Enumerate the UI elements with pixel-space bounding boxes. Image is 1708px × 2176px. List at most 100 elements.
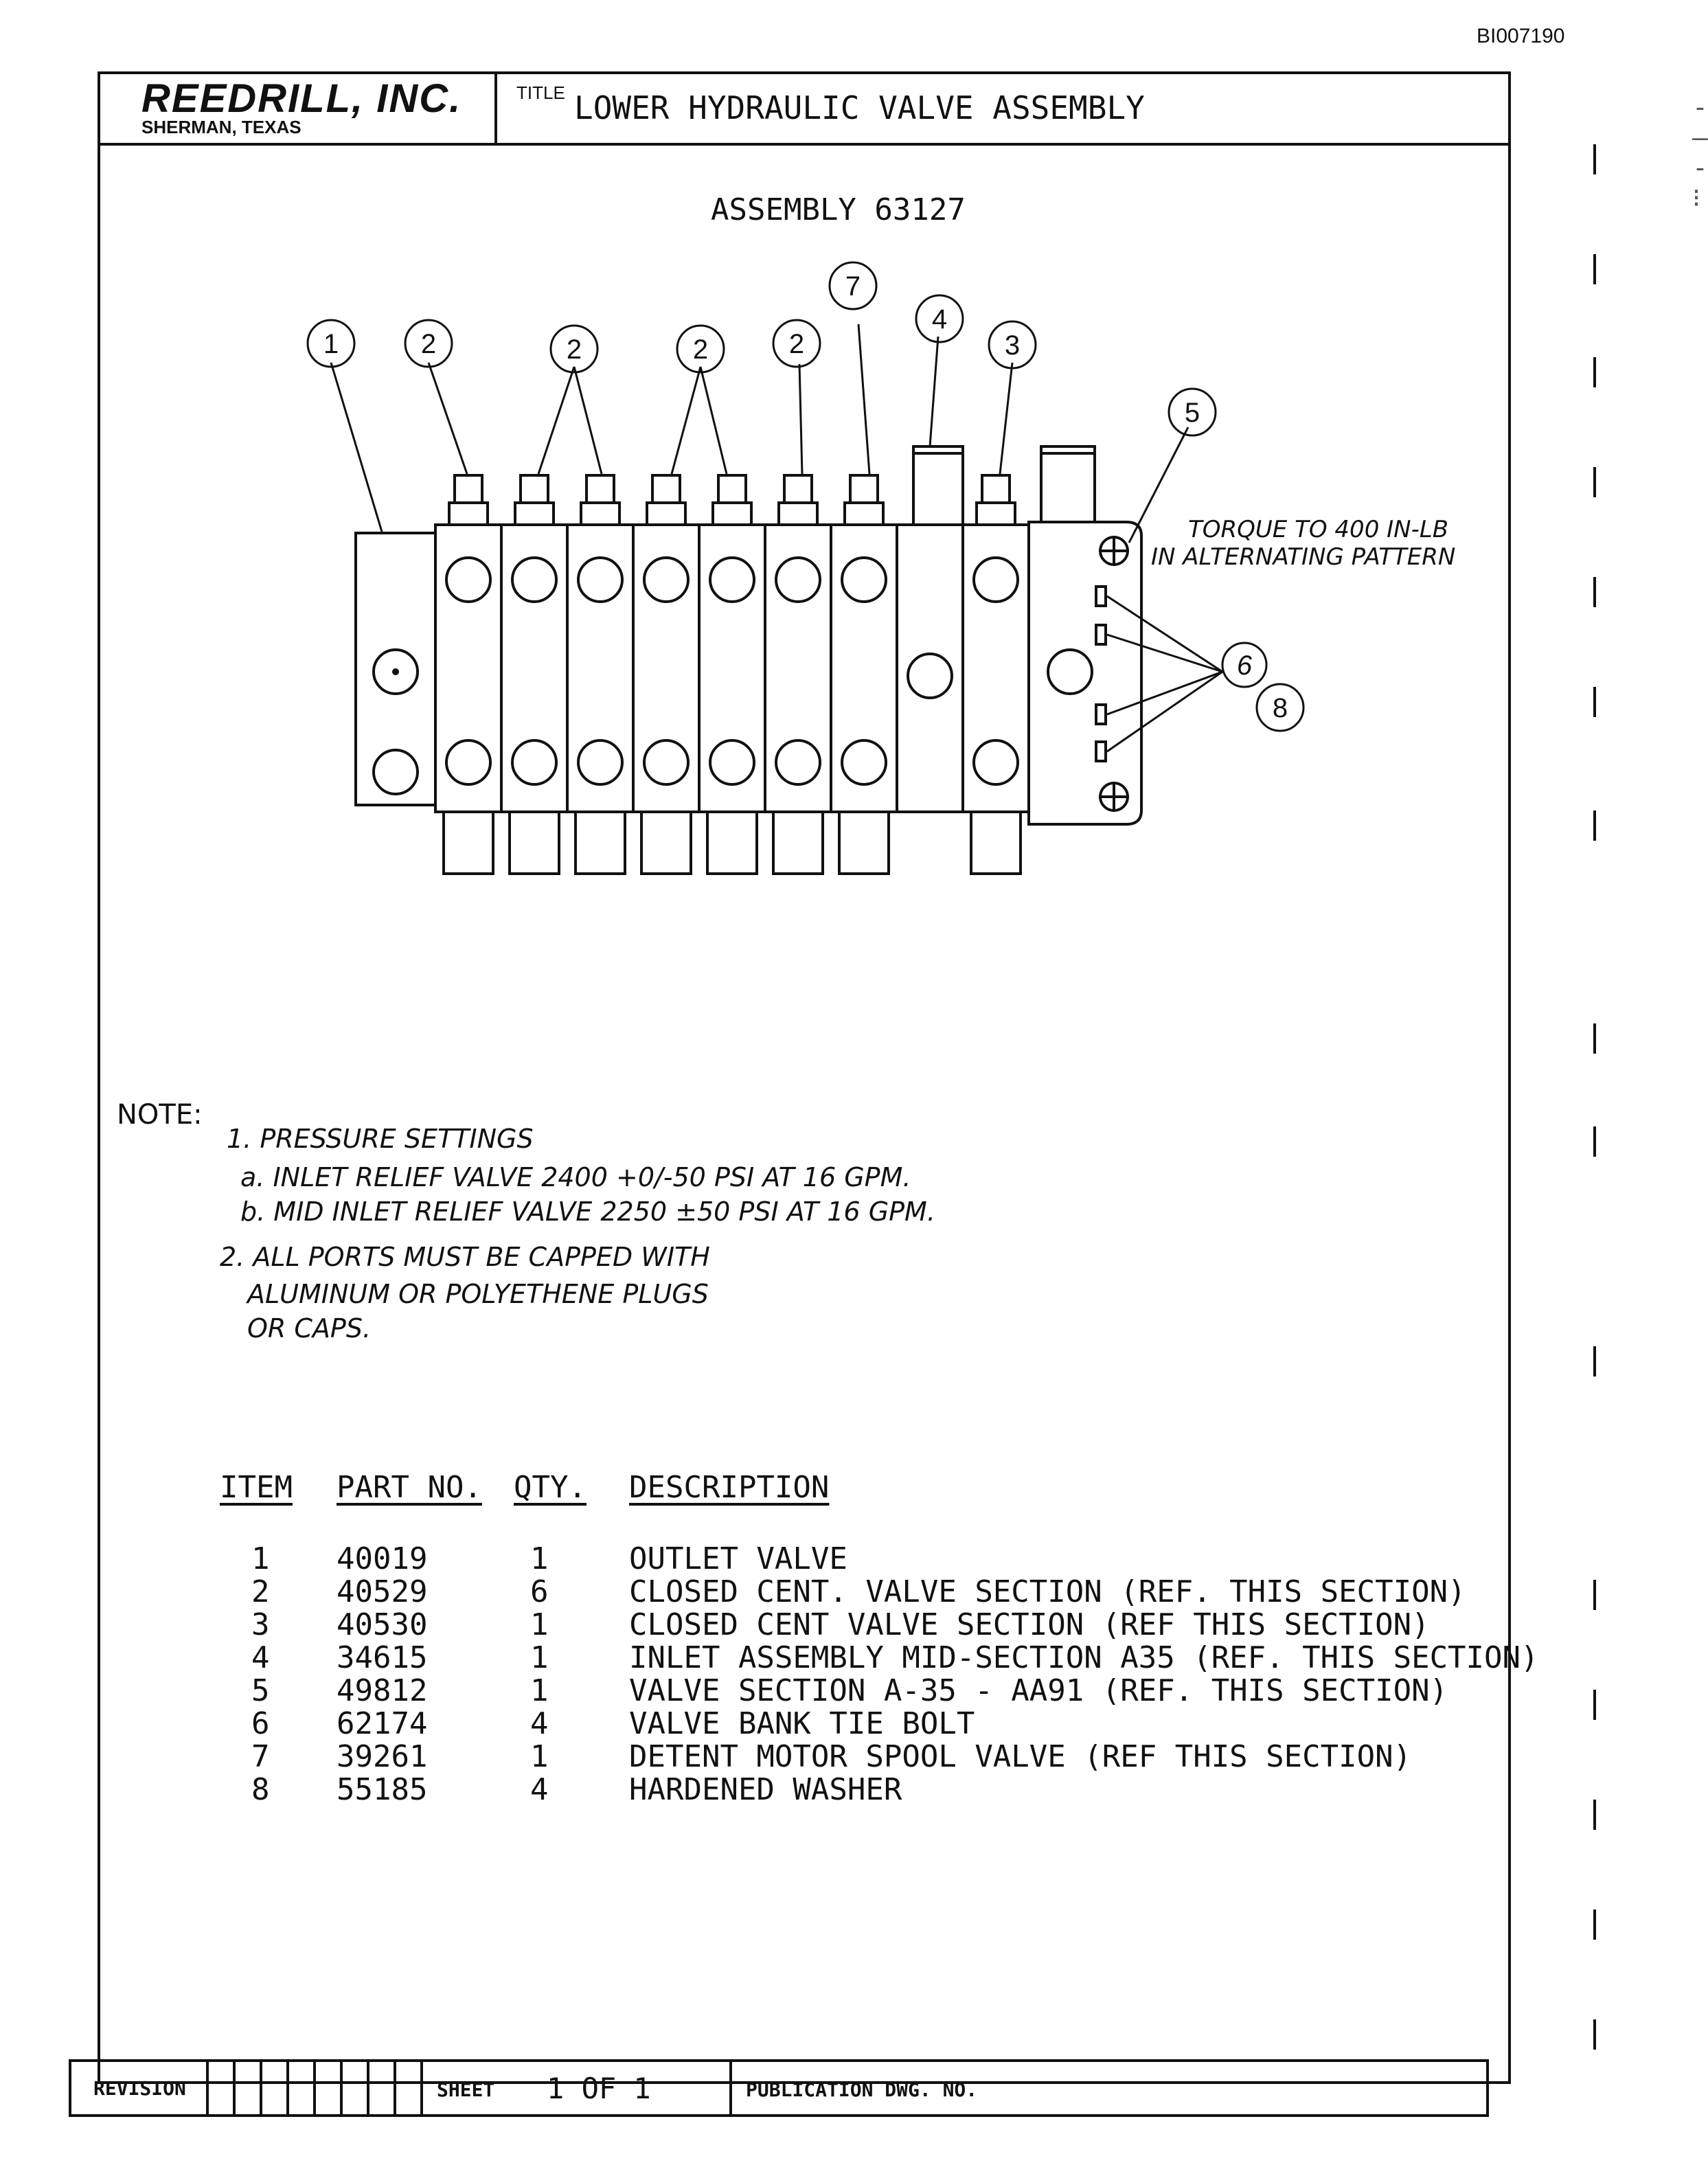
leader-lines [330, 324, 1223, 753]
quantity: 1 [530, 1541, 549, 1576]
callout-3: 3 [1005, 330, 1020, 361]
callout-1: 1 [323, 329, 339, 359]
part-number: 34615 [337, 1640, 428, 1675]
callout-4: 4 [932, 304, 947, 335]
col-header-description: DESCRIPTION [629, 1470, 830, 1505]
callout-2c: 2 [693, 335, 708, 365]
note-line-2-end: OR CAPS. [247, 1313, 372, 1344]
title-scribble: ‑ — ‑ ⁝ [1692, 92, 1708, 213]
note-line-1b: b. MID INLET RELIEF VALVE 2250 ±50 PSI A… [240, 1197, 935, 1227]
document-id: BI007190 [1477, 25, 1565, 47]
quantity: 1 [530, 1739, 549, 1774]
item-number: 1 [251, 1541, 270, 1576]
valve-sections [434, 521, 1143, 826]
revision-box [369, 2062, 396, 2114]
item-number: 5 [251, 1673, 270, 1708]
publication-label: PUBLICATION DWG. NO. [746, 2078, 978, 2101]
revision-box [343, 2062, 369, 2114]
inlet-port [1047, 648, 1093, 695]
quantity: 1 [530, 1673, 549, 1708]
table-row: 5 49812 1 VALVE SECTION A-35 - AA91 (REF… [220, 1673, 1456, 1708]
revision-box [396, 2062, 423, 2114]
torque-note-line-2: IN ALTERNATING PATTERN [1151, 543, 1455, 571]
callout-6: 6 [1237, 650, 1253, 681]
callout-5: 5 [1185, 398, 1200, 428]
callout-7: 7 [845, 271, 861, 302]
description: DETENT MOTOR SPOOL VALVE (REF THIS SECTI… [629, 1739, 1412, 1774]
item-number: 6 [251, 1706, 270, 1741]
company-name: REEDRILL, INC. [141, 76, 462, 121]
spool-caps [448, 445, 1096, 526]
mid-inlet-port [907, 653, 953, 699]
valve-bank-diagram: 1 2 2 2 2 7 4 3 5 6 8 TORQUE TO 400 IN-L… [306, 261, 1455, 875]
part-number: 40529 [337, 1574, 428, 1609]
revision-box [262, 2062, 289, 2114]
col-header-part-no: PART NO. [337, 1470, 482, 1505]
item-number: 3 [251, 1607, 270, 1642]
sheet-cell: SHEET 1 OF 1 [423, 2062, 732, 2114]
revision-label: REVISION [71, 2062, 209, 2114]
note-line-1a: a. INLET RELIEF VALVE 2400 +0/-50 PSI AT… [240, 1162, 911, 1192]
item-number: 2 [251, 1574, 270, 1609]
description: VALVE SECTION A-35 - AA91 (REF. THIS SEC… [629, 1673, 1448, 1708]
assembly-heading: ASSEMBLY 63127 [711, 192, 966, 227]
revision-box [316, 2062, 343, 2114]
callout-8: 8 [1273, 693, 1288, 723]
table-row: 1 40019 1 OUTLET VALVE [220, 1541, 1456, 1576]
outlet-port-upper [372, 648, 419, 695]
outlet-port-lower [372, 749, 419, 795]
publication-cell: PUBLICATION DWG. NO. [732, 2062, 1486, 2114]
company-location: SHERMAN, TEXAS [141, 117, 301, 137]
revision-bar: REVISION SHEET 1 OF 1 PUBLICATION DWG. N… [69, 2059, 1489, 2117]
torque-note-line-1: TORQUE TO 400 IN-LB [1188, 516, 1448, 543]
part-number: 55185 [337, 1772, 428, 1807]
callout-2a: 2 [421, 329, 436, 359]
table-row: 2 40529 6 CLOSED CENT. VALVE SECTION (RE… [220, 1574, 1466, 1609]
notes-heading: NOTE: [117, 1099, 203, 1131]
part-number: 40019 [337, 1541, 428, 1576]
item-number: 4 [251, 1640, 270, 1675]
description: CLOSED CENT. VALVE SECTION (REF. THIS SE… [629, 1574, 1466, 1609]
quantity: 1 [530, 1607, 549, 1642]
note-line-1: 1. PRESSURE SETTINGS [227, 1124, 534, 1154]
revision-box [236, 2062, 262, 2114]
description: INLET ASSEMBLY MID-SECTION A35 (REF. THI… [629, 1640, 1539, 1675]
description: CLOSED CENT VALVE SECTION (REF THIS SECT… [629, 1607, 1430, 1642]
callout-2d: 2 [789, 329, 804, 359]
title-cell: TITLE LOWER HYDRAULIC VALVE ASSEMBLY ‑ —… [497, 74, 1708, 213]
part-number: 40530 [337, 1607, 428, 1642]
spool-handles [442, 811, 1022, 875]
section-ports-upper [445, 556, 1019, 603]
table-row: 7 39261 1 DETENT MOTOR SPOOL VALVE (REF … [220, 1739, 1456, 1774]
title-label: TITLE [516, 82, 565, 103]
part-number: 39261 [337, 1739, 428, 1774]
table-row: 8 55185 4 HARDENED WASHER [220, 1772, 1456, 1807]
description: OUTLET VALVE [629, 1541, 847, 1576]
revision-box [289, 2062, 316, 2114]
note-line-2: 2. ALL PORTS MUST BE CAPPED WITH [220, 1242, 710, 1272]
table-row: 3 40530 1 CLOSED CENT VALVE SECTION (REF… [220, 1607, 1456, 1642]
description: VALVE BANK TIE BOLT [629, 1706, 975, 1741]
item-number: 7 [251, 1739, 270, 1774]
col-header-item: ITEM [220, 1470, 293, 1505]
quantity: 4 [530, 1706, 549, 1741]
quantity: 6 [530, 1574, 549, 1609]
part-number: 62174 [337, 1706, 428, 1741]
item-number: 8 [251, 1772, 270, 1807]
drawing-title: LOWER HYDRAULIC VALVE ASSEMBLY [574, 89, 1145, 126]
sheet-value: 1 OF 1 [547, 2072, 651, 2105]
part-number: 49812 [337, 1673, 428, 1708]
description: HARDENED WASHER [629, 1772, 902, 1807]
note-line-2-cont: ALUMINUM OR POLYETHENE PLUGS [247, 1279, 709, 1309]
title-block: REEDRILL, INC. SHERMAN, TEXAS TITLE LOWE… [98, 71, 1708, 213]
torque-note: TORQUE TO 400 IN-LB IN ALTERNATING PATTE… [1151, 516, 1455, 571]
quantity: 4 [530, 1772, 549, 1807]
quantity: 1 [530, 1640, 549, 1675]
table-row: 6 62174 4 VALVE BANK TIE BOLT [220, 1706, 1456, 1741]
section-ports-lower [445, 739, 1019, 786]
scan-edge-marks [1586, 124, 1607, 2116]
callout-numbers: 1 2 2 2 2 7 4 3 5 6 8 [323, 271, 1288, 723]
callout-2b: 2 [567, 335, 582, 365]
company-cell: REEDRILL, INC. SHERMAN, TEXAS [100, 74, 497, 143]
revision-box [209, 2062, 236, 2114]
